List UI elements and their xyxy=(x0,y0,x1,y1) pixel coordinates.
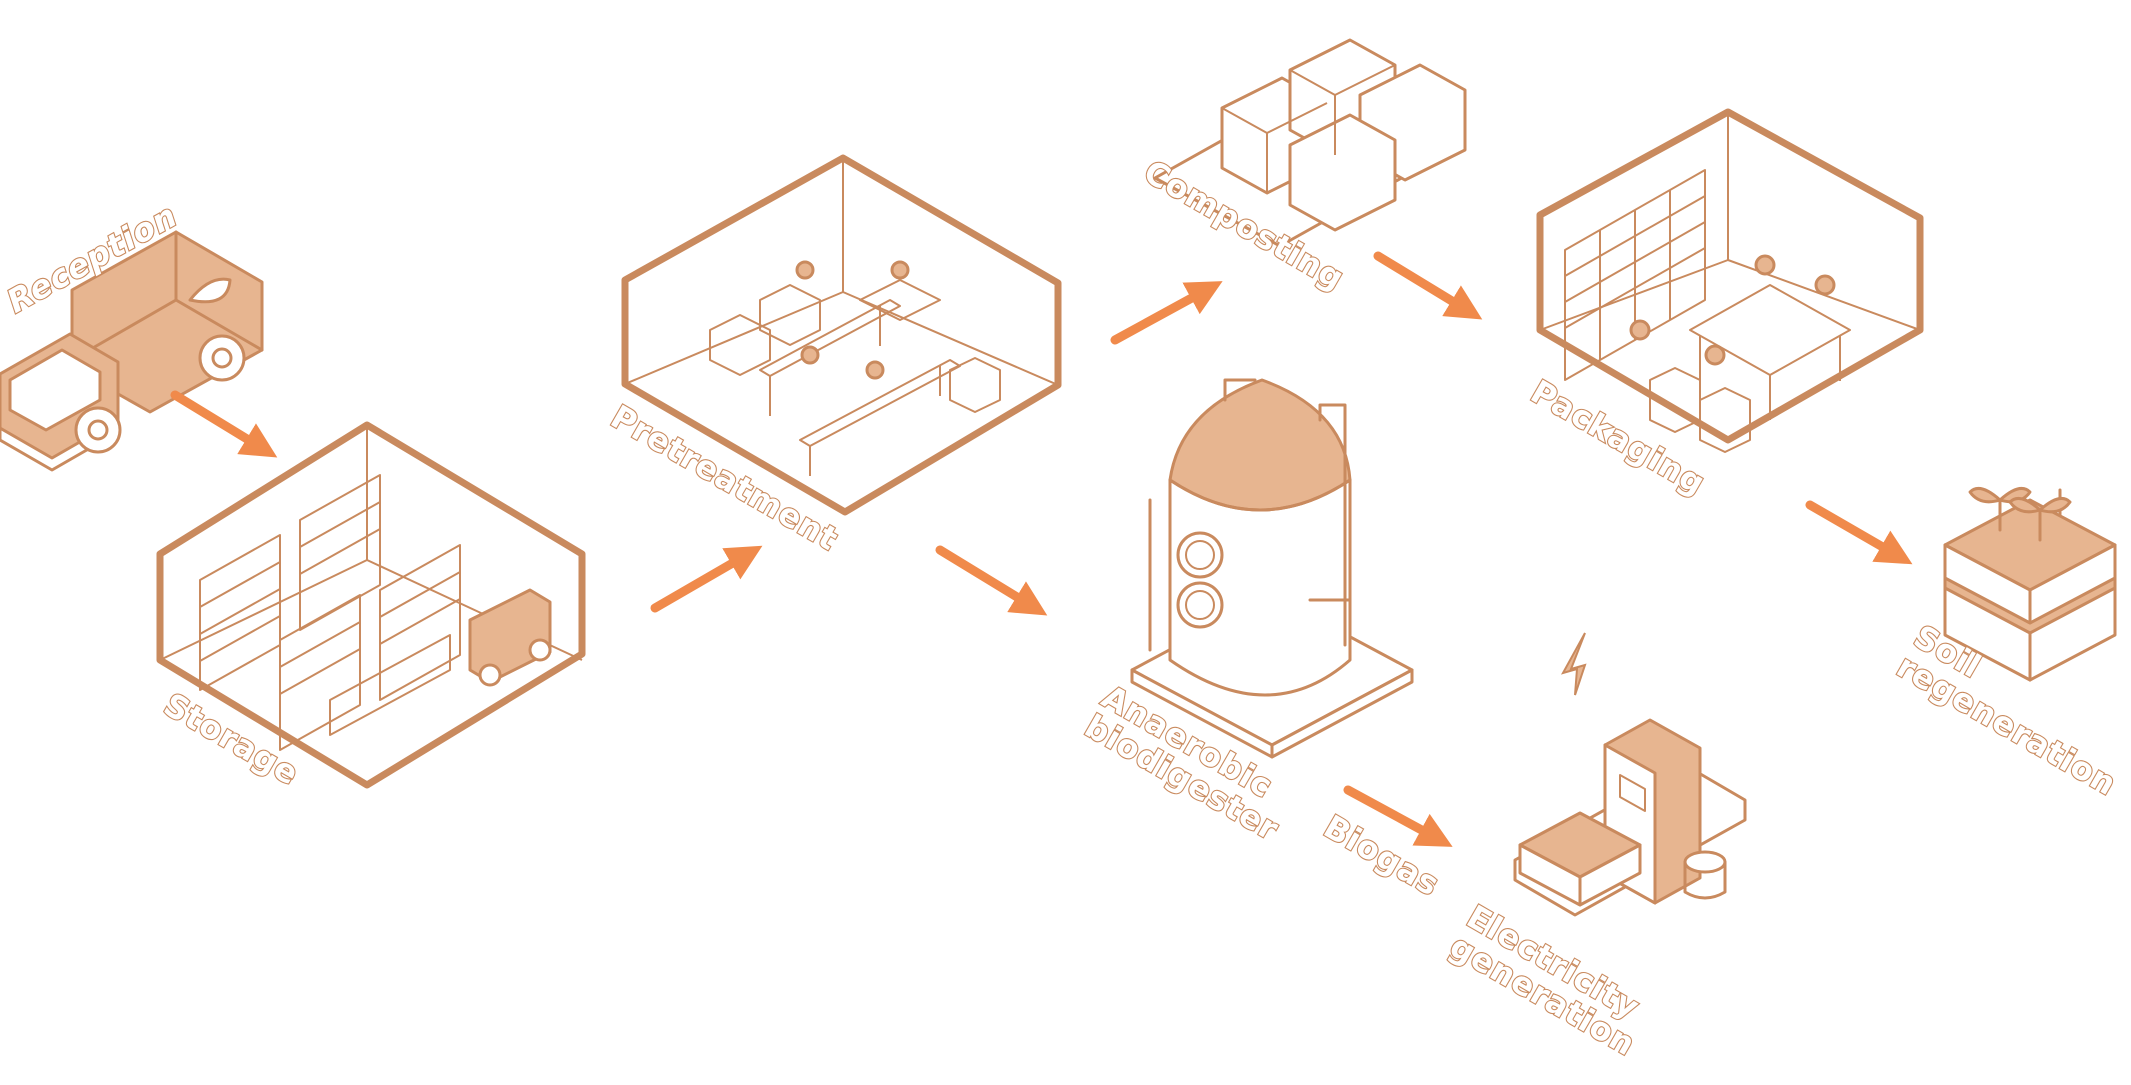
warehouse-shelves-icon xyxy=(156,421,586,789)
biodigester-tank-icon xyxy=(1130,378,1414,759)
packaging-room-icon xyxy=(1536,108,1924,453)
compost-bins-icon xyxy=(1153,38,1467,248)
arrow-reception-storage xyxy=(170,390,278,458)
arrow-biogas-electricity xyxy=(1343,785,1453,847)
lightning-icon xyxy=(1560,632,1587,696)
arrow-storage-pretreatment xyxy=(650,545,763,613)
arrow-pretreatment-composting xyxy=(1110,281,1223,345)
arrow-pretreatment-digester xyxy=(935,545,1048,616)
soil-sprouts-icon xyxy=(1943,486,2117,682)
sorting-line-icon xyxy=(621,154,1062,516)
garbage-truck-icon xyxy=(0,230,264,472)
arrow-composting-packaging xyxy=(1373,251,1483,320)
arrow-packaging-soil xyxy=(1805,500,1913,565)
generator-icon xyxy=(1513,718,1747,917)
